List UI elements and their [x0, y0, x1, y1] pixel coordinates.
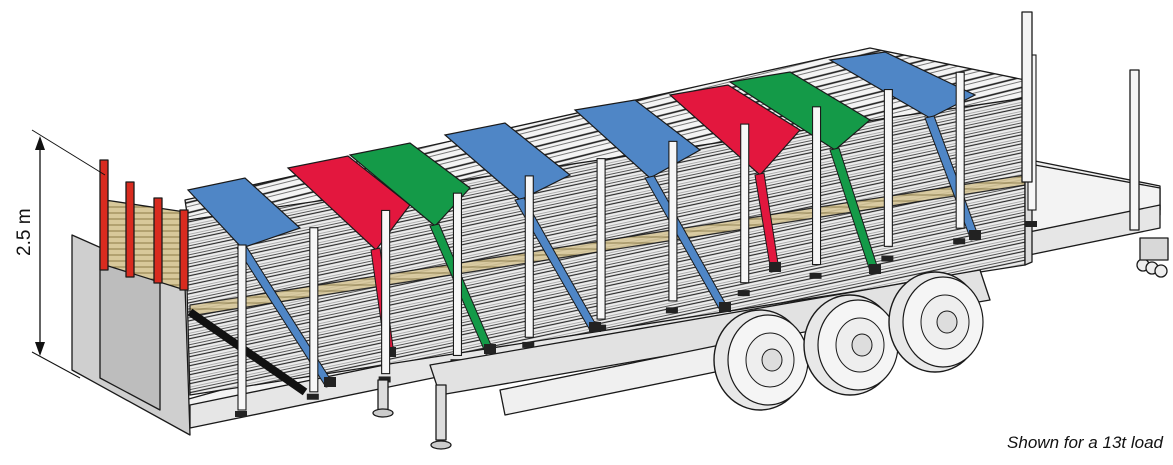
wheel-group	[713, 271, 984, 411]
stanchion-5	[524, 175, 534, 338]
strap-hook-12	[1025, 221, 1037, 227]
strap-hook-11	[953, 238, 966, 245]
landing-leg-2	[435, 384, 447, 441]
red-stake-4	[179, 209, 189, 291]
rear-post-2	[1129, 69, 1140, 231]
red-stake-3	[153, 197, 163, 284]
stanchion-2	[309, 227, 319, 393]
wheel-1	[713, 309, 809, 411]
landing-foot-1	[372, 408, 394, 418]
stanchion-10	[883, 88, 893, 247]
stanchion-6	[596, 158, 606, 320]
strap-hook-1	[235, 411, 247, 417]
strap-hook-8	[737, 290, 750, 297]
stanchion-3	[381, 209, 391, 375]
wheel-3	[888, 271, 984, 373]
strap-blue-8	[828, 51, 981, 241]
strap-hook-7	[665, 307, 678, 314]
stanchion-7	[668, 140, 678, 302]
rear-post-1	[1021, 11, 1033, 183]
stanchion-1	[237, 244, 247, 411]
wheel-2	[803, 294, 899, 396]
stanchion-8	[740, 123, 750, 284]
strap-hook-6	[594, 324, 607, 331]
strap-hook-5	[522, 341, 535, 348]
landing-leg-1	[377, 379, 389, 411]
height-dimension-label: 2.5 m	[14, 208, 35, 256]
stanchion-11	[955, 71, 965, 229]
black-diagonal-strap	[187, 308, 308, 396]
strap-hook-9	[809, 272, 822, 279]
strap-hook-2	[306, 393, 319, 400]
rear-lights	[1136, 258, 1168, 278]
strap-hook-10	[881, 255, 894, 262]
rear-bumper	[1139, 237, 1169, 261]
red-stake-2	[125, 181, 135, 278]
red-stake-1	[99, 159, 109, 271]
stanchion-9	[811, 106, 822, 266]
strap-red-6	[668, 84, 801, 273]
stanchion-4	[452, 192, 463, 357]
height-dimension-arrow	[31, 129, 106, 379]
strap-green-7	[728, 71, 881, 275]
landing-foot-2	[430, 440, 452, 450]
load-caption: Shown for a 13t load	[1007, 433, 1163, 452]
